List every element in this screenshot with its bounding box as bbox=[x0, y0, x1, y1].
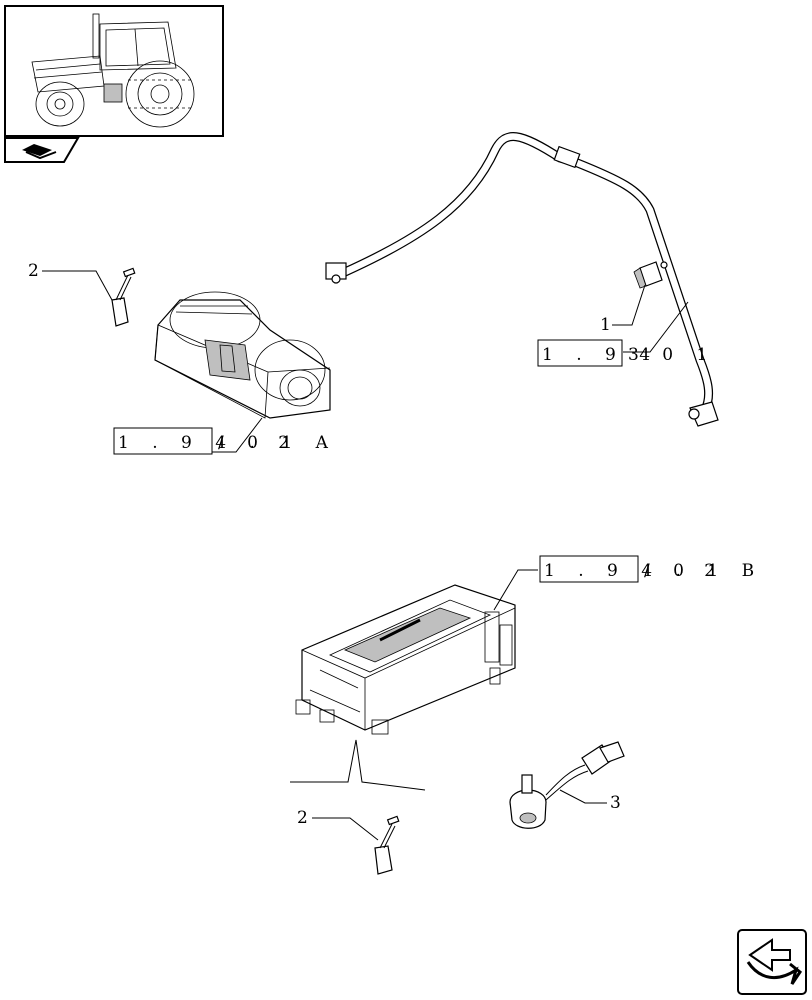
callout-item-3: 3 bbox=[610, 793, 621, 813]
callout-item-1: 1 bbox=[600, 315, 611, 335]
section-book-icon[interactable] bbox=[4, 137, 80, 163]
ref-a-boxed: 1 . 9 4 . 2 bbox=[118, 433, 298, 453]
callout-item-2-top: 2 bbox=[28, 261, 39, 281]
part-2-probe-bottom[interactable] bbox=[374, 815, 400, 875]
ref-b-suffix: / 0 1 B bbox=[644, 561, 763, 581]
leader-item-2-bottom bbox=[312, 817, 379, 841]
ref-c-boxed: 1 . 9 4 bbox=[542, 345, 659, 365]
leader-ref-b bbox=[493, 569, 538, 611]
leader-ref-c bbox=[623, 301, 689, 353]
bracket-lines bbox=[290, 739, 426, 791]
next-page-arrow-icon[interactable] bbox=[737, 929, 807, 995]
heater-tube bbox=[325, 132, 719, 427]
leader-ref-a bbox=[212, 417, 263, 453]
part-3-sensor-connector[interactable] bbox=[509, 741, 625, 829]
ac-unit bbox=[295, 584, 516, 735]
ref-c[interactable]: 1 . 9 4 3 0 1 bbox=[537, 339, 716, 367]
leader-item-3 bbox=[559, 789, 607, 804]
ref-a-suffix: / 0 1 A bbox=[218, 433, 337, 453]
part-1-sensor[interactable] bbox=[633, 261, 668, 289]
leader-item-2-top bbox=[42, 270, 113, 301]
callout-item-2-bottom: 2 bbox=[297, 808, 308, 828]
ref-b[interactable]: 1 . 9 4 . 2 / 0 1 B bbox=[539, 555, 763, 583]
tractor-thumbnail-icon bbox=[4, 5, 224, 137]
ref-b-boxed: 1 . 9 4 . 2 bbox=[544, 561, 724, 581]
blower-assembly bbox=[154, 291, 331, 419]
leader-item-1 bbox=[612, 284, 646, 326]
ref-c-suffix: 3 0 1 bbox=[628, 345, 716, 365]
part-2-probe-top[interactable] bbox=[111, 267, 136, 327]
ref-a[interactable]: 1 . 9 4 . 2 / 0 1 A bbox=[113, 427, 337, 455]
